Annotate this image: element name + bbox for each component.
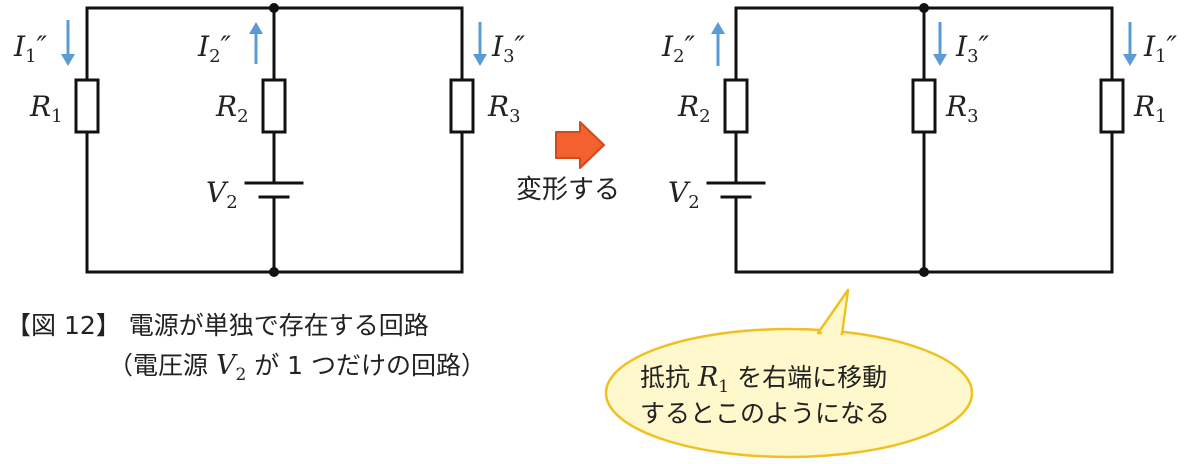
right-current-label-i3: I3″ xyxy=(955,30,990,67)
left-circuit xyxy=(74,6,475,274)
right-resistor-label-r2: R2 xyxy=(677,90,711,127)
left-current-label-i1: I1″ xyxy=(13,30,48,67)
right-resistor-3 xyxy=(911,78,937,134)
left-current-label-i3: I3″ xyxy=(491,30,526,67)
left-junction-top xyxy=(269,3,279,13)
right-current-arrow-i3 xyxy=(933,22,947,66)
right-current-arrow-i2 xyxy=(711,22,725,66)
left-junction-bottom xyxy=(269,267,279,277)
right-resistor-label-r1: R1 xyxy=(1133,90,1167,127)
left-current-arrow-i1 xyxy=(61,20,75,66)
right-current-label-i1: I1″ xyxy=(1143,30,1178,67)
left-current-arrow-i2 xyxy=(249,22,263,64)
left-resistor-label-r2: R2 xyxy=(215,90,249,127)
left-current-arrow-i3 xyxy=(473,22,487,66)
right-junction-bottom xyxy=(919,267,929,277)
right-current-arrow-i1 xyxy=(1123,22,1137,66)
left-resistor-label-r3: R3 xyxy=(487,90,521,127)
left-resistor-3 xyxy=(449,78,475,134)
right-resistor-label-r3: R3 xyxy=(945,90,979,127)
left-source-label-v2: V2 xyxy=(206,176,238,213)
left-resistor-1 xyxy=(74,78,100,134)
callout-text-line2: するとこのようになる xyxy=(640,399,890,428)
right-circuit xyxy=(706,6,1125,274)
right-current-label-i2: I2″ xyxy=(661,30,696,67)
right-arrow-icon xyxy=(555,121,605,169)
right-resistor-2 xyxy=(723,78,749,134)
left-resistor-label-r1: R1 xyxy=(29,90,63,127)
figure-caption-line2: （電圧源 V2 が 1 つだけの回路） xyxy=(108,350,486,385)
transform-label: 変形する xyxy=(516,175,620,205)
right-source-label-v2: V2 xyxy=(668,176,700,213)
left-current-arrows xyxy=(61,20,487,66)
left-current-label-i2: I2″ xyxy=(197,30,232,67)
right-resistor-1 xyxy=(1099,78,1125,134)
right-junction-top xyxy=(919,3,929,13)
left-resistor-2 xyxy=(261,78,287,134)
right-current-arrows xyxy=(711,22,1137,66)
callout-bubble xyxy=(604,288,974,459)
callout-text-line1: 抵抗 R1 を右端に移動 xyxy=(640,362,887,397)
figure-caption-line1: 【図 12】 電源が単独で存在する回路 xyxy=(6,311,429,340)
